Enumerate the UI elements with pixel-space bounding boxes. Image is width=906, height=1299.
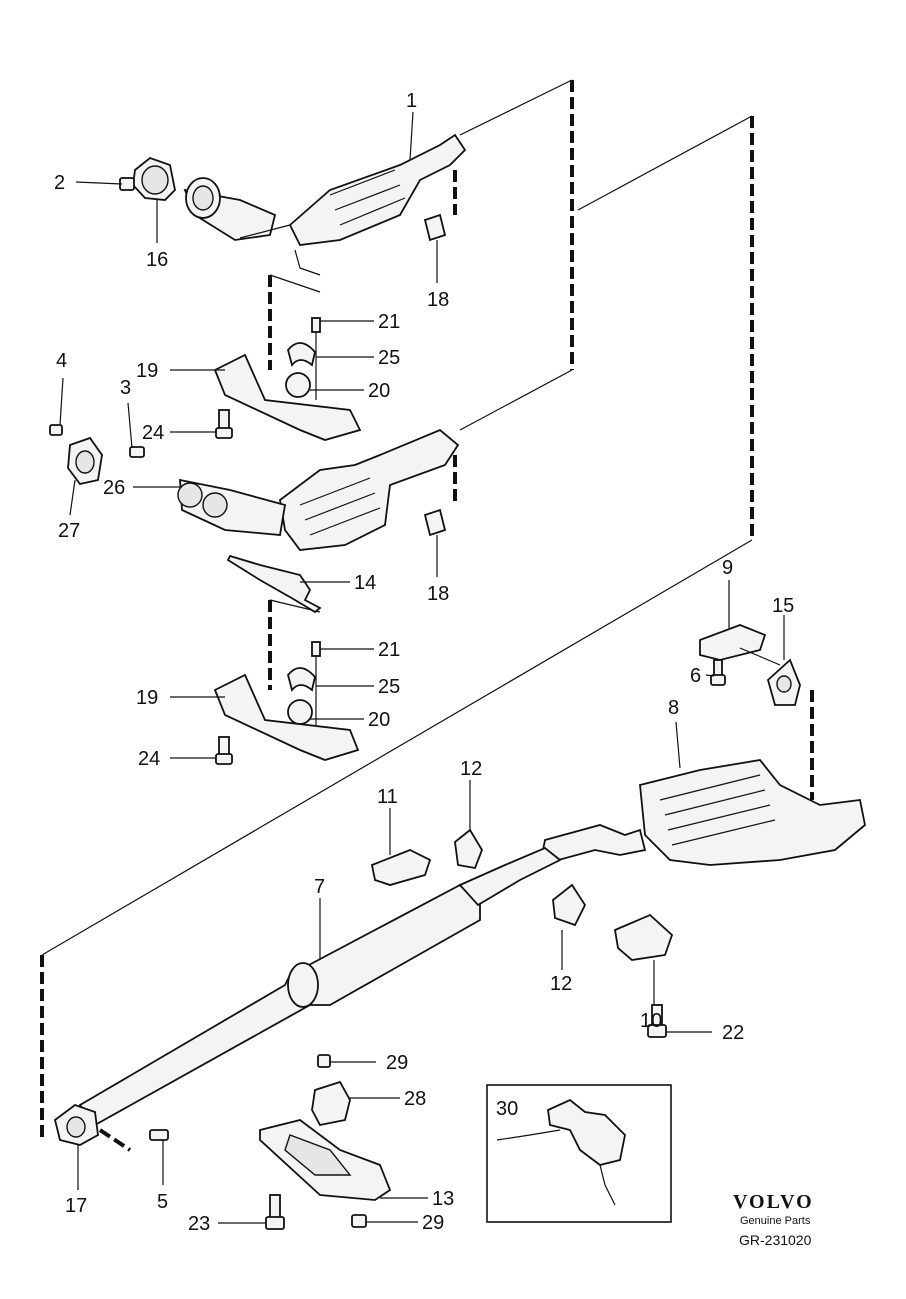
callout-25-upper: 25 <box>378 347 400 369</box>
crossmember-13 <box>259 1119 392 1201</box>
callout-28: 28 <box>404 1088 426 1110</box>
diagram-reference: GR-231020 <box>739 1232 812 1248</box>
callout-18-upper: 18 <box>427 289 449 311</box>
bolt-3 <box>129 446 145 458</box>
callout-26: 26 <box>103 477 125 499</box>
middle-muffler <box>78 846 562 1127</box>
bolt-5 <box>149 1129 169 1141</box>
callout-9: 9 <box>722 557 733 579</box>
callout-4: 4 <box>56 350 67 372</box>
bolt-23 <box>265 1194 285 1230</box>
callout-30: 30 <box>496 1098 518 1120</box>
callout-21-lower: 21 <box>378 639 400 661</box>
callout-20-lower: 20 <box>368 709 390 731</box>
callout-23: 23 <box>188 1213 210 1235</box>
front-catalytic-converter <box>183 133 467 276</box>
leader-lines <box>59 111 785 1224</box>
inset-box-30 <box>486 1084 672 1223</box>
callout-7: 7 <box>314 876 325 898</box>
nut-4 <box>49 424 63 436</box>
callout-12-lower: 12 <box>550 973 572 995</box>
callout-12-upper: 12 <box>460 758 482 780</box>
bracket-9 <box>699 624 781 666</box>
rear-muffler <box>538 759 866 867</box>
callout-6: 6 <box>690 665 701 687</box>
callout-8: 8 <box>668 697 679 719</box>
rubber-hanger-12-upper <box>454 828 483 870</box>
callout-11: 11 <box>377 786 398 808</box>
callout-22: 22 <box>722 1022 744 1044</box>
bolt-22 <box>647 1004 667 1038</box>
callout-10: 10 <box>640 1010 662 1032</box>
nut-2 <box>119 177 135 191</box>
callout-1: 1 <box>406 90 417 112</box>
upper-bracket-assembly <box>213 317 362 441</box>
callout-16: 16 <box>146 249 168 271</box>
flange-nut-18-upper <box>423 213 447 242</box>
callout-24-lower: 24 <box>138 748 160 770</box>
callout-20-upper: 20 <box>368 380 390 402</box>
callout-2: 2 <box>54 172 65 194</box>
callout-15: 15 <box>772 595 794 617</box>
callout-13: 13 <box>432 1188 454 1210</box>
branding: VOLVO Genuine Parts GR-231020 <box>733 1191 814 1248</box>
callout-21-upper: 21 <box>378 311 400 333</box>
rubber-hanger-15 <box>766 658 801 706</box>
flange-gasket-17 <box>53 1103 99 1146</box>
gasket-27 <box>67 436 103 486</box>
callout-17: 17 <box>65 1195 87 1217</box>
callout-labels: 1 2 16 18 21 25 4 19 3 20 24 26 27 14 18… <box>54 90 794 1235</box>
callout-5: 5 <box>157 1191 168 1213</box>
callout-29-upper: 29 <box>386 1052 408 1074</box>
bracket-11 <box>370 849 432 886</box>
callout-19-lower: 19 <box>136 687 158 709</box>
volvo-logo: VOLVO <box>733 1191 814 1213</box>
mount-28 <box>311 1080 351 1127</box>
genuine-parts-label: Genuine Parts <box>740 1215 811 1227</box>
heat-shield-strap-14 <box>226 554 322 614</box>
gasket-16 <box>132 156 176 201</box>
lower-bracket-assembly <box>213 641 360 765</box>
callout-24-upper: 24 <box>142 422 164 444</box>
callout-18-lower: 18 <box>427 583 449 605</box>
callout-3: 3 <box>120 377 131 399</box>
flange-nut-18-lower <box>423 508 447 537</box>
bolt-6 <box>710 659 726 686</box>
bracket-10 <box>613 913 674 961</box>
callout-19-upper: 19 <box>136 360 158 382</box>
alignment-lines <box>40 79 814 1152</box>
nut-29-lower <box>351 1214 367 1228</box>
callout-14: 14 <box>354 572 376 594</box>
callout-27: 27 <box>58 520 80 542</box>
dual-catalytic-converter <box>177 428 460 551</box>
callout-29-lower: 29 <box>422 1212 444 1234</box>
nut-29-upper <box>317 1054 331 1068</box>
rubber-hanger-12-lower <box>552 883 587 927</box>
callout-25-lower: 25 <box>378 676 400 698</box>
